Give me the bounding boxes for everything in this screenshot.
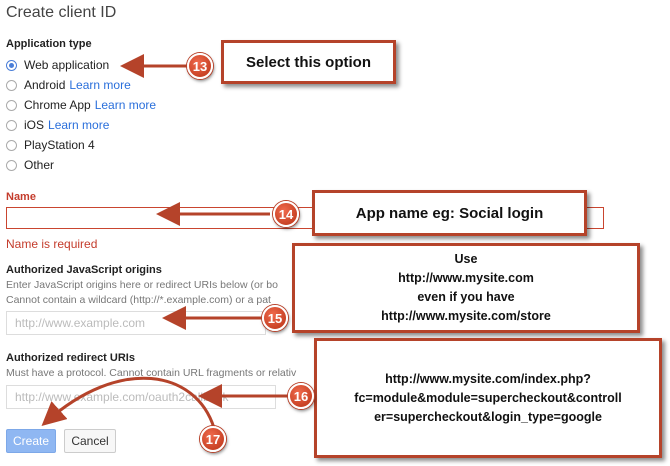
radio-label: PlayStation 4 bbox=[24, 138, 95, 152]
radio-icon[interactable] bbox=[6, 79, 17, 91]
callout-app-name: App name eg: Social login bbox=[312, 190, 587, 236]
js-origins-help: Enter JavaScript origins here or redirec… bbox=[6, 279, 278, 291]
radio-android[interactable]: Android Learn more bbox=[6, 76, 131, 94]
name-error-message: Name is required bbox=[6, 237, 98, 251]
js-origins-label: Authorized JavaScript origins bbox=[6, 264, 162, 276]
callout-line: fc=module&module=supercheckout&controll bbox=[354, 390, 622, 405]
step-13-badge: 13 bbox=[187, 53, 213, 79]
radio-label: Chrome App bbox=[24, 98, 91, 112]
step-15-badge: 15 bbox=[262, 305, 288, 331]
callout-line: http://www.mysite.com/store bbox=[381, 309, 551, 323]
callout-js-origins: Use http://www.mysite.com even if you ha… bbox=[292, 243, 640, 333]
radio-label: Web application bbox=[24, 58, 110, 72]
redirect-uris-label: Authorized redirect URIs bbox=[6, 352, 135, 364]
callout-line: http://www.mysite.com bbox=[398, 271, 534, 285]
radio-web-application[interactable]: Web application bbox=[6, 56, 109, 74]
callout-line: http://www.mysite.com/index.php? bbox=[385, 371, 591, 386]
radio-other[interactable]: Other bbox=[6, 156, 54, 174]
radio-label: Android bbox=[24, 78, 66, 92]
create-button[interactable]: Create bbox=[6, 429, 56, 453]
radio-icon[interactable] bbox=[6, 159, 17, 171]
learn-more-link[interactable]: Learn more bbox=[69, 78, 131, 92]
radio-chrome-app[interactable]: Chrome App Learn more bbox=[6, 96, 156, 114]
cancel-button[interactable]: Cancel bbox=[64, 429, 116, 453]
radio-icon[interactable] bbox=[6, 99, 17, 111]
step-14-badge: 14 bbox=[273, 201, 299, 227]
name-label: Name bbox=[6, 191, 36, 203]
callout-line: er=supercheckout&login_type=google bbox=[374, 409, 602, 424]
radio-checked-icon[interactable] bbox=[6, 59, 17, 71]
application-type-label: Application type bbox=[6, 38, 92, 50]
radio-label: iOS bbox=[24, 118, 45, 132]
step-16-badge: 16 bbox=[288, 383, 314, 409]
radio-icon[interactable] bbox=[6, 139, 17, 151]
radio-ios[interactable]: iOS Learn more bbox=[6, 116, 109, 134]
callout-redirect-uri: http://www.mysite.com/index.php? fc=modu… bbox=[314, 338, 662, 458]
callout-line: Use bbox=[454, 252, 478, 266]
js-origins-input[interactable]: http://www.example.com bbox=[6, 311, 266, 335]
radio-label: Other bbox=[24, 158, 55, 172]
js-origins-help-wildcard: Cannot contain a wildcard (http://*.exam… bbox=[6, 294, 271, 306]
step-17-badge: 17 bbox=[200, 426, 226, 452]
radio-playstation-4[interactable]: PlayStation 4 bbox=[6, 136, 95, 154]
page-title: Create client ID bbox=[6, 4, 117, 21]
redirect-uris-help: Must have a protocol. Cannot contain URL… bbox=[6, 367, 297, 379]
callout-select-option: Select this option bbox=[221, 40, 396, 84]
radio-icon[interactable] bbox=[6, 119, 17, 131]
redirect-uris-input[interactable]: http://www.example.com/oauth2callback bbox=[6, 385, 276, 409]
learn-more-link[interactable]: Learn more bbox=[48, 118, 110, 132]
learn-more-link[interactable]: Learn more bbox=[94, 98, 157, 112]
callout-line: even if you have bbox=[417, 290, 515, 304]
